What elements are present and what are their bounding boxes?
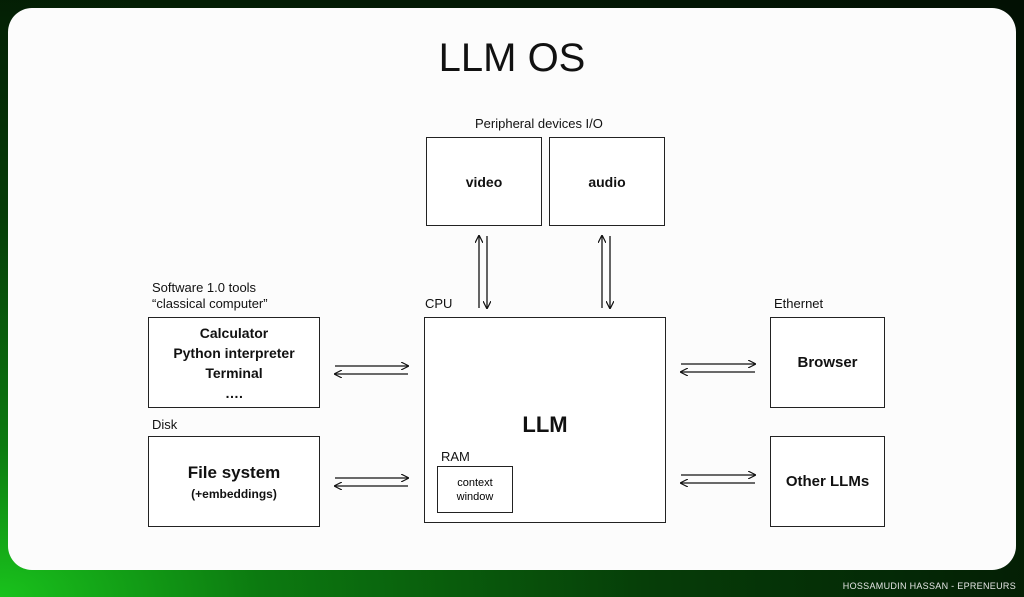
software-label-line1: Software 1.0 tools [152,280,257,295]
software-label-line2: “classical computer” [152,296,268,311]
tool-terminal: Terminal [205,364,263,381]
context-window-box: context window [437,466,513,513]
llm-box: LLM RAM context window [424,317,666,523]
browser-box: Browser [770,317,885,408]
llm-label: LLM [522,412,568,437]
tool-python: Python interpreter [173,344,295,361]
tool-ellipsis: …. [225,384,243,401]
software-label: Software 1.0 tools “classical computer” [152,280,268,312]
diagram-title: LLM OS [438,36,586,80]
filesystem-box: File system (+embeddings) [148,436,320,527]
diagram-card: LLM OS Peripheral devices I/O video audi… [8,8,1016,570]
filesystem-title: File system [187,462,281,482]
tool-calculator: Calculator [199,324,269,341]
other-llms-box: Other LLMs [770,436,885,527]
filesystem-sub: (+embeddings) [191,486,277,501]
audio-box: audio [549,137,665,226]
other-llms-label: Other LLMs [785,473,870,490]
context-line1: context [457,476,493,489]
audio-label: audio [588,173,626,190]
video-label: video [465,173,503,190]
video-box: video [426,137,542,226]
footer-credit: HOSSAMUDIN HASSAN - EPRENEURS [842,581,1016,591]
context-line2: window [456,490,494,503]
disk-label: Disk [152,417,178,432]
cpu-label: CPU [425,296,453,311]
ethernet-label: Ethernet [774,296,824,311]
ram-label: RAM [441,449,470,464]
peripheral-label: Peripheral devices I/O [475,116,603,131]
connection-arrows [8,8,1016,570]
tools-box: Calculator Python interpreter Terminal …… [148,317,320,408]
browser-label: Browser [797,354,858,371]
